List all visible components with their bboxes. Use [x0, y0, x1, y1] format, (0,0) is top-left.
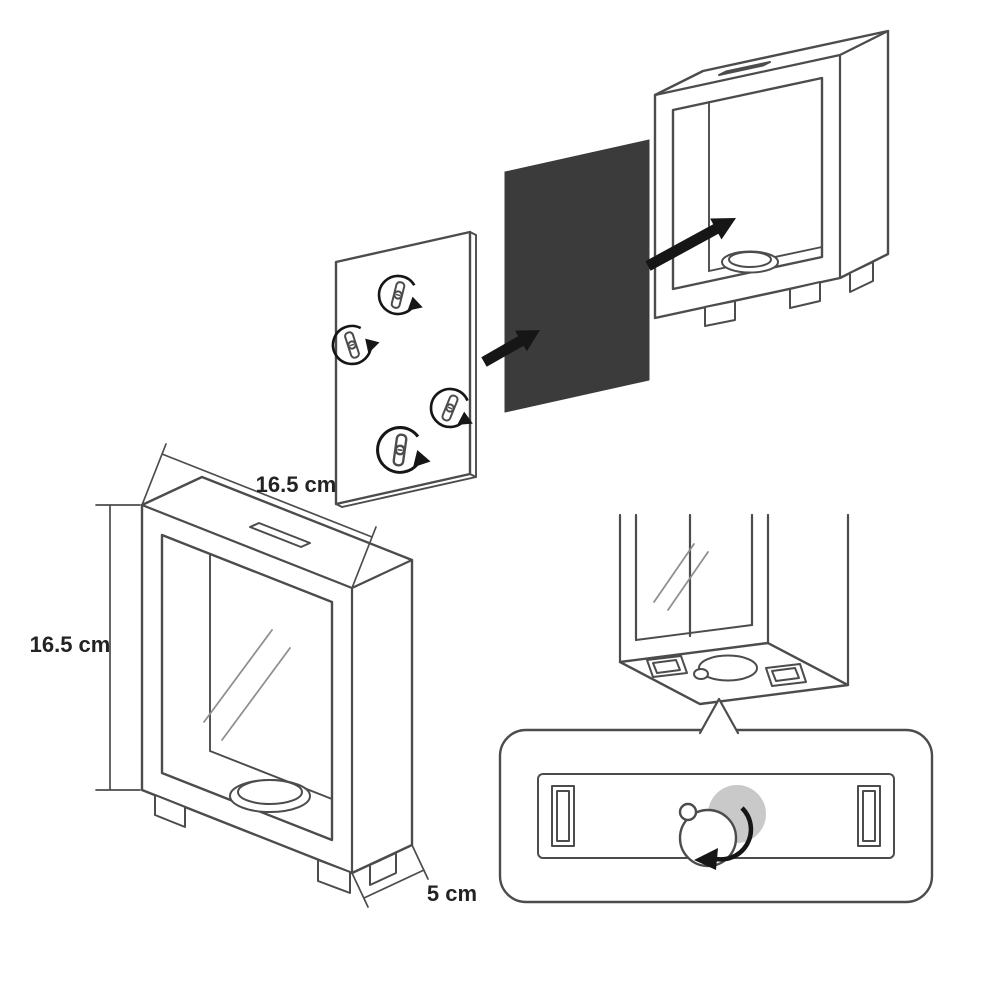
box-feet	[154, 794, 397, 894]
back-panel	[326, 230, 484, 509]
dimension-view: 16.5 cm 16.5 cm 5 cm	[30, 443, 477, 908]
money-box-dimensioned	[140, 475, 414, 894]
coin-slot	[718, 61, 771, 76]
box-bottom-inner-edge	[635, 624, 753, 641]
box-feet	[704, 261, 874, 327]
dimension-height-label: 16.5 cm	[30, 632, 111, 657]
glass-shine-lines	[203, 629, 291, 741]
foot-slot-right	[765, 663, 807, 687]
dimension-width-label: 16.5 cm	[256, 472, 337, 497]
assembly-arrow-icon-board-to-box	[645, 218, 736, 271]
box-interior-edges	[708, 101, 823, 273]
plate-slot-left-inner	[556, 790, 570, 842]
coin-release-hole-rim	[237, 779, 303, 805]
dimension-width-lines	[141, 443, 377, 589]
glass-shine-lines	[653, 543, 709, 611]
callout-tail-mask	[699, 698, 739, 733]
plate-slot-right-inner	[862, 790, 876, 842]
callout-tail	[698, 697, 740, 735]
back-panel-thickness	[335, 231, 477, 509]
box-bottom-cropped-view	[618, 513, 850, 706]
box-bottom-vertical-edges	[618, 513, 850, 687]
box-edges	[653, 29, 890, 280]
dimension-depth-label: 5 cm	[427, 881, 477, 906]
coin-release-hole-rim	[728, 251, 772, 268]
window-opening	[160, 533, 334, 842]
coin-release-cover-tab	[693, 668, 709, 680]
money-box-3d	[653, 29, 890, 327]
coin-slot	[249, 522, 311, 548]
dimension-height: 16.5 cm	[30, 504, 141, 791]
dimension-depth-lines	[351, 844, 429, 908]
dimension-height-lines	[95, 504, 141, 791]
rotation-arrow-icon	[711, 806, 754, 862]
exploded-assembly-view	[326, 29, 890, 509]
dimension-depth: 5 cm	[351, 844, 477, 908]
foot-slot-left	[646, 655, 688, 678]
insert-board-face	[504, 139, 650, 413]
coin-release-cover-tab	[678, 802, 698, 822]
coin-release-cover-disc	[698, 654, 758, 682]
dimension-width: 16.5 cm	[141, 443, 377, 589]
assembly-arrow-icon-panel-to-board	[481, 330, 540, 367]
bottom-detail-view	[498, 513, 934, 904]
zoom-callout-bubble	[498, 697, 934, 904]
insert-board	[504, 139, 650, 413]
rotation-arrow-head	[694, 848, 718, 870]
